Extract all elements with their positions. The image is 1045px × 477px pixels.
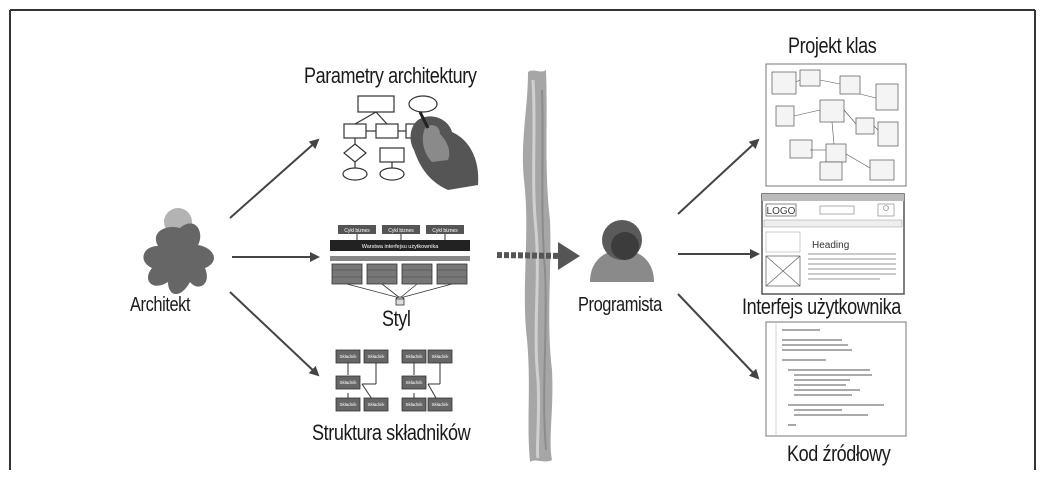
flowchart-illustration: [342, 95, 438, 181]
programmer-label: Programista: [578, 294, 662, 316]
component-box-label: Składnik: [339, 402, 357, 407]
architect-figure-icon: [143, 208, 214, 295]
source-code-label: Kod źródłowy: [787, 441, 891, 466]
arrow-to-components: [229, 291, 320, 377]
source-code-thumbnail: [765, 321, 907, 437]
programmer-figure-icon: [590, 220, 654, 282]
user-interface-label: Interfejs użytkownika: [742, 294, 901, 319]
wall-barrier: [522, 70, 553, 462]
ui-mockup-thumbnail: LOGO Heading: [761, 193, 905, 295]
user-avatar-icon: [883, 205, 889, 211]
architect-label: Architekt: [130, 294, 191, 316]
hand-drawing-icon: [410, 111, 479, 190]
component-box-label: Składnik: [431, 402, 449, 407]
style-ui-layer-bar: [330, 240, 470, 251]
style-top-box-label: Cykl biznes: [432, 228, 458, 234]
class-design-label: Projekt klas: [788, 33, 877, 58]
style-top-box: [426, 225, 464, 234]
component-structure-label: Struktura składników: [312, 420, 471, 445]
architecture-params-label: Parametry architektury: [304, 63, 477, 88]
component-structure-diagram: Składnik Składnik Składnik Składnik Skła…: [335, 349, 453, 412]
style-top-box-label: Cykl biznes: [388, 228, 414, 234]
arrow-to-params: [229, 138, 320, 219]
class-diagram-thumbnail: [765, 63, 907, 187]
style-label: Styl: [382, 306, 411, 331]
component-box-label: Składnik: [405, 402, 423, 407]
style-top-box-label: Cykl biznes: [344, 228, 370, 234]
component-box-label: Składnik: [339, 354, 357, 359]
ui-logo-text: LOGO: [767, 206, 796, 217]
component-box-label: Składnik: [367, 354, 385, 359]
component-box-label: Składnik: [405, 380, 423, 385]
component-box-label: Składnik: [431, 354, 449, 359]
handoff-arrow: [496, 242, 580, 270]
component-box-label: Składnik: [339, 380, 357, 385]
style-diagram: Cykl biznes Cykl biznes Cykl biznes Wars…: [330, 225, 470, 306]
style-ui-layer-label: Warstwa interfejsu użytkownika: [362, 244, 439, 250]
component-box-label: Składnik: [367, 402, 385, 407]
ui-heading-text: Heading: [812, 240, 849, 251]
style-top-box: [338, 225, 376, 234]
component-box-label: Składnik: [405, 354, 423, 359]
arrow-to-class-design: [677, 138, 760, 215]
style-top-box: [382, 225, 420, 234]
arrow-to-source-code: [677, 293, 760, 380]
